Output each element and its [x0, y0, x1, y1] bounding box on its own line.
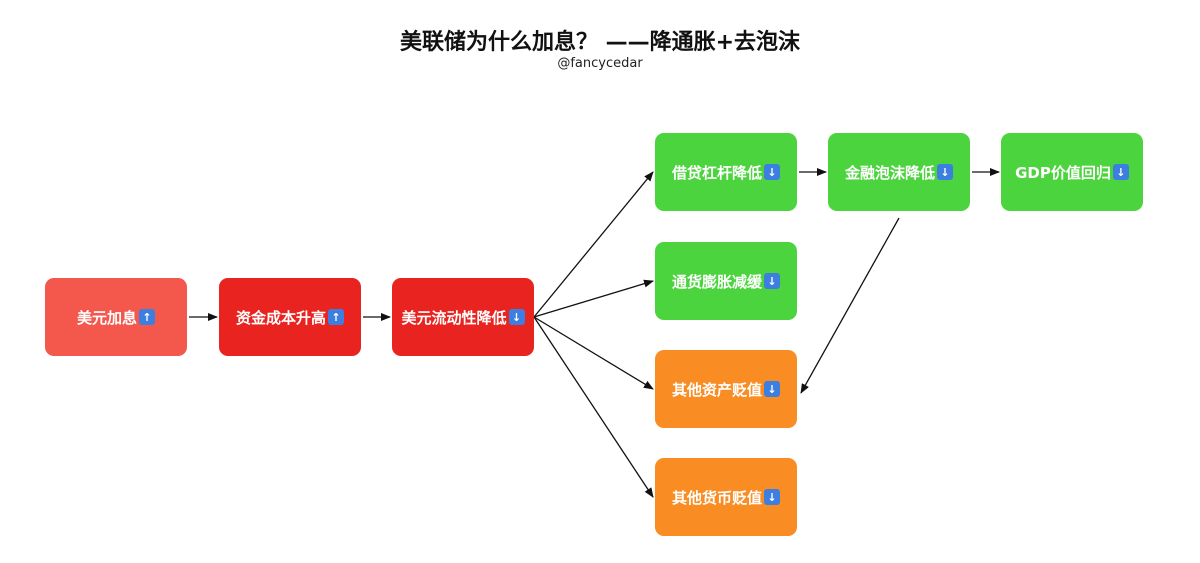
- node-bubble-down: 金融泡沫降低↓: [828, 133, 970, 211]
- node-label: 美元加息: [76, 308, 137, 327]
- arrow-usd_liquidity_down-to-inflation_slow: [533, 279, 654, 318]
- down-arrow-icon: ↓: [508, 309, 525, 325]
- node-label: 通货膨胀减缓: [671, 272, 762, 291]
- down-arrow-icon: ↓: [1112, 164, 1129, 180]
- arrow-bubble_down-to-other_assets_down: [800, 217, 900, 394]
- down-arrow-icon: ↓: [764, 489, 780, 505]
- down-arrow-icon: ↓: [764, 381, 780, 397]
- up-arrow-icon: ↑: [328, 309, 344, 325]
- node-label: GDP价值回归: [1015, 163, 1111, 182]
- arrow-usd_liquidity_down-to-leverage_down: [533, 171, 654, 318]
- down-arrow-icon: ↓: [764, 273, 780, 289]
- node-inflation-slow: 通货膨胀减缓↓: [655, 242, 797, 320]
- arrow-usd_liquidity_down-to-other_assets_down: [533, 316, 654, 390]
- node-leverage-down: 借贷杠杆降低↓: [655, 133, 797, 211]
- author-handle: @fancycedar: [557, 56, 643, 71]
- node-other-currency-down: 其他货币贬值↓: [655, 458, 797, 536]
- node-capital-cost-rise: 资金成本升高↑: [219, 278, 361, 356]
- node-label: 借贷杠杆降低: [671, 163, 762, 182]
- node-label: 美元流动性降低: [401, 308, 507, 327]
- node-label: 其他货币贬值: [671, 488, 762, 507]
- node-usd-rate-hike: 美元加息↑: [45, 278, 187, 356]
- node-label: 资金成本升高: [235, 308, 326, 327]
- diagram-title: 美联储为什么加息？ ——降通胀+去泡沫: [399, 30, 801, 55]
- down-arrow-icon: ↓: [937, 164, 953, 180]
- node-gdp-return: GDP价值回归↓: [1001, 133, 1143, 211]
- arrow-usd_liquidity_down-to-other_currency_down: [533, 316, 654, 498]
- node-label: 金融泡沫降低: [844, 163, 935, 182]
- up-arrow-icon: ↑: [139, 309, 155, 325]
- node-other-assets-down: 其他资产贬值↓: [655, 350, 797, 428]
- node-usd-liquidity-down: 美元流动性降低↓: [392, 278, 534, 356]
- down-arrow-icon: ↓: [764, 164, 780, 180]
- node-label: 其他资产贬值: [671, 380, 762, 399]
